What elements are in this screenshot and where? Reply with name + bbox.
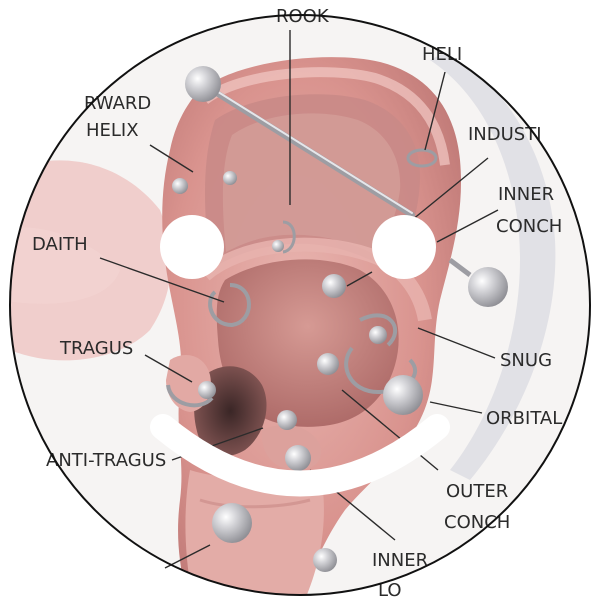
label-industrial: INDUSTI [468,124,542,145]
label-forward-helix-line2: HELIX [86,120,139,141]
label-anti-tragus: ANTI-TRAGUS [46,450,166,471]
label-outer-conch-line1: OUTER [446,481,508,502]
label-inner-conch-line2: CONCH [496,216,562,237]
right-eye [372,215,436,279]
label-daith: DAITH [32,234,88,255]
label-forward-helix-line1: RWARD [84,93,151,114]
left-eye [160,215,224,279]
label-tragus: TRAGUS [59,338,133,359]
label-snug: SNUG [500,350,552,371]
label-inner-lobe-line1: INNER [372,550,428,571]
label-orbital: ORBITAL [486,408,562,429]
label-inner-conch-line1: INNER [498,184,554,205]
